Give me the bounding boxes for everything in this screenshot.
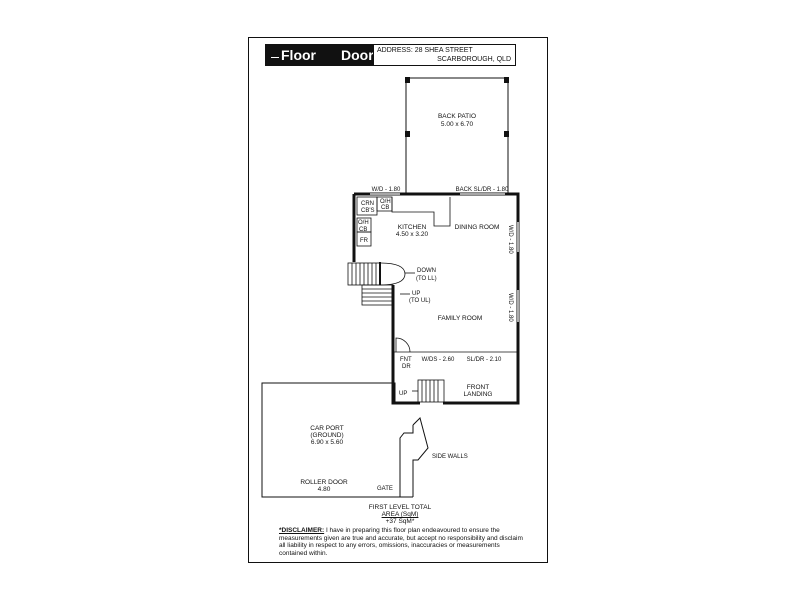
front-landing-label-2: LANDING bbox=[464, 391, 493, 398]
back-patio: BACK PATIO 5.00 x 6.70 bbox=[405, 77, 509, 195]
family-room-label: FAMILY ROOM bbox=[438, 315, 483, 322]
address-line-1: ADDRESS: 28 SHEA STREET bbox=[377, 47, 473, 54]
up-ul-label: UP bbox=[412, 291, 420, 297]
up-ul-sub-label: (TO UL) bbox=[409, 298, 431, 304]
front-entry bbox=[393, 337, 518, 403]
patio-post bbox=[504, 131, 509, 137]
front-landing-label: FRONT bbox=[467, 384, 489, 391]
back-patio-size: 5.00 x 6.70 bbox=[441, 121, 474, 128]
brand-logo: Floor Door bbox=[265, 44, 374, 66]
disclaimer-title: *DISCLAIMER: bbox=[279, 527, 325, 534]
carport-ground-label: (GROUND) bbox=[310, 432, 343, 439]
dining-room-label: DINING ROOM bbox=[455, 224, 500, 231]
stair-curve bbox=[379, 262, 406, 286]
cb-top-label: CB bbox=[381, 205, 389, 211]
stair-lower bbox=[361, 284, 394, 306]
oh-top-label: O/H bbox=[380, 199, 391, 205]
total-area: FIRST LEVEL TOTAL AREA (SqM) +37 SqM* bbox=[340, 504, 460, 525]
back-sldr-label: BACK SL/DR - 1.80 bbox=[456, 187, 509, 193]
kitchen-island bbox=[391, 197, 451, 227]
address-line-2: SCARBOROUGH, QLD bbox=[437, 56, 511, 63]
brand-mark bbox=[271, 57, 279, 58]
down-sub-label: (TO LL) bbox=[416, 276, 437, 282]
gate-label: GATE bbox=[377, 486, 393, 492]
openings bbox=[370, 193, 519, 322]
wall-left-lower bbox=[391, 285, 420, 405]
opening-lines bbox=[370, 192, 520, 322]
sldr-bottom-label: SL/DR - 2.10 bbox=[467, 357, 502, 363]
patio-post bbox=[504, 77, 509, 83]
cb-left-label: CB bbox=[359, 227, 367, 233]
carport-size: 6.90 x 5.60 bbox=[311, 439, 344, 446]
wd-right-upper-label: W/D - 1.80 bbox=[507, 225, 513, 254]
wd-top-label: W/D - 1.80 bbox=[372, 187, 401, 193]
crn-label: CRN bbox=[361, 201, 374, 207]
kitchen-label: KITCHEN bbox=[398, 224, 427, 231]
dr-label: DR bbox=[402, 364, 411, 370]
side-walls-label: SIDE WALLS bbox=[432, 454, 468, 460]
back-patio-outline bbox=[405, 77, 509, 195]
wd-right-lower-label: W/D - 1.80 bbox=[507, 293, 513, 322]
disclaimer-text: I have in preparing this floor plan ende… bbox=[279, 527, 523, 557]
oh-left-label: O/H bbox=[358, 220, 369, 226]
page-frame bbox=[248, 37, 548, 563]
fr-label: FR bbox=[360, 238, 369, 244]
kitchen-size: 4.50 x 3.20 bbox=[396, 231, 429, 238]
stairs-down bbox=[347, 262, 415, 306]
address-box: ADDRESS: 28 SHEA STREET SCARBOROUGH, QLD bbox=[373, 44, 516, 66]
cbs-label: CB'S bbox=[361, 208, 374, 214]
area-line-1: FIRST LEVEL TOTAL bbox=[368, 504, 432, 511]
brand-word-floor: Floor bbox=[281, 47, 316, 63]
area-line-3: +37 SqM* bbox=[385, 518, 415, 525]
side-walls bbox=[412, 417, 429, 497]
front-door-swing bbox=[395, 337, 411, 353]
patio-post bbox=[405, 77, 410, 83]
carport bbox=[261, 382, 429, 498]
fnt-label: FNT bbox=[400, 357, 412, 363]
fr-box bbox=[356, 231, 372, 247]
back-patio-label: BACK PATIO bbox=[438, 113, 476, 120]
area-line-2: AREA (SqM) bbox=[381, 511, 419, 518]
down-label: DOWN bbox=[417, 268, 436, 274]
patio-post bbox=[405, 131, 410, 137]
brand-word-door: Door bbox=[341, 47, 374, 63]
up-label: UP bbox=[399, 391, 407, 397]
area-line-2-wrap: AREA (SqM) bbox=[340, 511, 460, 518]
roller-door-label: ROLLER DOOR bbox=[300, 479, 348, 486]
roller-door-size: 4.80 bbox=[318, 486, 331, 493]
disclaimer: *DISCLAIMER: I have in preparing this fl… bbox=[279, 527, 529, 557]
wds-bottom-label: W/DS - 2.60 bbox=[422, 357, 455, 363]
kitchen-benches bbox=[356, 196, 451, 247]
carport-label: CAR PORT bbox=[310, 425, 343, 432]
